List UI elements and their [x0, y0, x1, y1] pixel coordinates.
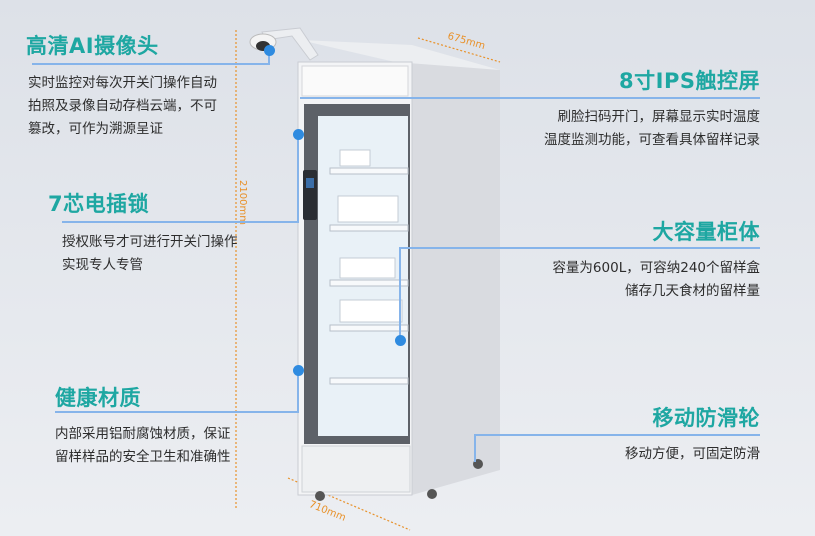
shelf — [329, 324, 409, 332]
shelf — [329, 377, 409, 385]
camera-description: 实时监控对每次开关门操作自动 拍照及录像自动存档云端，不可 篡改，可作为溯源呈证 — [28, 75, 217, 137]
wheels-description: 移动方便，可固定防滑 — [625, 446, 760, 462]
wheels-title: 移动防滑轮 — [652, 406, 760, 430]
capacity-description: 容量为600L，可容纳240个留样盒 储存几天食材的留样量 — [552, 260, 760, 299]
fridge-base — [301, 445, 411, 493]
material-dot — [293, 365, 304, 376]
sample-box — [339, 257, 396, 279]
capacity-title: 大容量柜体 — [652, 220, 760, 244]
fridge-header-panel — [301, 65, 409, 97]
shelf — [329, 279, 409, 287]
touch-screen — [303, 170, 317, 220]
sample-box — [339, 149, 371, 167]
sample-box — [337, 195, 399, 223]
shelf — [329, 167, 409, 175]
fridge-top — [300, 40, 500, 70]
fridge-side-panel — [412, 45, 500, 495]
height-dimension-label: 2100mm — [237, 180, 248, 225]
camera-dot — [264, 45, 275, 56]
wheel — [315, 491, 325, 501]
material-description: 内部采用铝耐腐蚀材质，保证 留样样品的安全卫生和准确性 — [55, 426, 231, 465]
wheel — [427, 489, 437, 499]
material-title: 健康材质 — [55, 386, 141, 410]
camera-title: 高清AI摄像头 — [26, 34, 159, 58]
lock-dot — [293, 129, 304, 140]
lock-title: 7芯电插锁 — [48, 192, 150, 216]
shelf — [329, 224, 409, 232]
lock-description: 授权账号才可进行开关门操作 实现专人专管 — [62, 234, 238, 273]
screen-description: 刷脸扫码开门，屏幕显示实时温度 温度监测功能，可查看具体留样记录 — [544, 109, 760, 148]
sample-box — [339, 299, 403, 323]
screen-title: 8寸IPS触控屏 — [619, 69, 760, 93]
capacity-dot — [395, 335, 406, 346]
